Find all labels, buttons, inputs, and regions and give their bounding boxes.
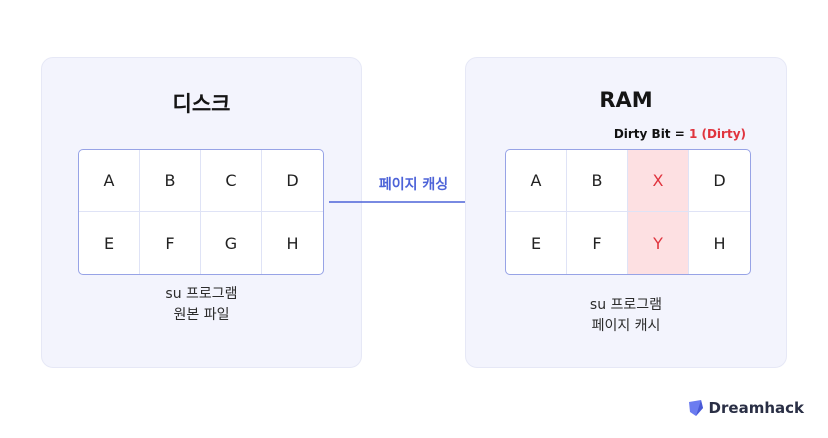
disk-caption-line-2: 원본 파일 [173,307,230,323]
ram-title: RAM [599,88,653,112]
disk-title: 디스크 [172,92,231,116]
dirty-bit-key: Dirty Bit = [613,127,689,141]
ram-page: E [506,212,567,274]
dirty-bit-value: 1 (Dirty) [688,127,746,141]
ram-caption-line-1: su 프로그램 [589,297,663,313]
disk-block: F [140,212,201,274]
disk-block: D [262,150,323,212]
ram-page: D [689,150,750,212]
ram-page: A [506,150,567,212]
disk-block: C [201,150,262,212]
disk-block: A [79,150,140,212]
disk-panel: 디스크 A B C D E F G H su 프로그램 원본 파일 [41,57,362,368]
ram-page-grid: A B X D E F Y H [505,149,751,275]
disk-caption: su 프로그램 원본 파일 [42,284,361,326]
dreamhack-logo-icon [688,400,703,416]
brand-name: Dreamhack [708,399,804,417]
disk-block-grid: A B C D E F G H [78,149,324,275]
page-caching-label: 페이지 캐싱 [378,177,449,193]
ram-page-dirty: X [628,150,689,212]
disk-block: G [201,212,262,274]
ram-page: B [567,150,628,212]
ram-panel: RAM Dirty Bit = 1 (Dirty) A B X D E F Y … [465,57,787,368]
ram-caption: su 프로그램 페이지 캐시 [466,295,786,337]
ram-page: H [713,233,726,253]
ram-page-dirty: Y [628,212,689,274]
disk-caption-line-1: su 프로그램 [165,286,238,302]
disk-block: E [79,212,140,274]
disk-block: H [286,233,299,253]
disk-block: B [140,150,201,212]
dirty-bit-label: Dirty Bit = 1 (Dirty) [614,127,746,141]
ram-page: F [567,212,628,274]
dreamhack-logo: Dreamhack [687,399,804,417]
ram-caption-line-2: 페이지 캐시 [591,318,661,334]
